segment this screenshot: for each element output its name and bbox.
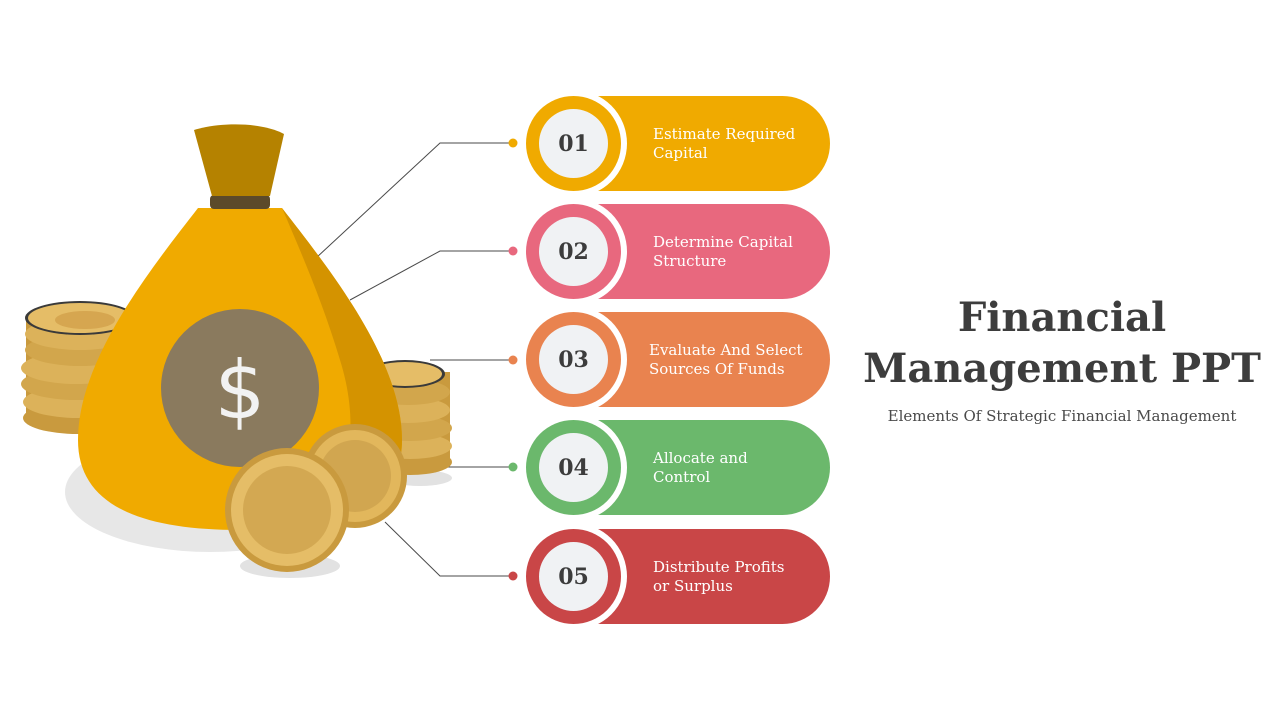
step-05-label: Distribute Profits or Surplus [653, 557, 785, 595]
step-03-label: Evaluate And Select Sources Of Funds [649, 340, 803, 378]
slide-title-line2: Management PPT [863, 345, 1261, 392]
step-01: 01 Estimate Required Capital [526, 96, 830, 191]
slide-title-line1: Financial [957, 294, 1167, 341]
dollar-sign-icon: $ [215, 344, 266, 437]
slide-subtitle: Elements Of Strategic Financial Manageme… [887, 407, 1237, 425]
slide-title: Financial Management PPT [862, 292, 1262, 394]
step-04-ring: 04 [526, 420, 621, 515]
step-04: 04 Allocate and Control [526, 420, 830, 515]
connector-dots [508, 138, 518, 581]
step-01-ring: 01 [526, 96, 621, 191]
step-02-ring: 02 [526, 204, 621, 299]
step-02-label: Determine Capital Structure [653, 232, 793, 270]
step-05: 05 Distribute Profits or Surplus [526, 529, 830, 624]
step-03-ring: 03 [526, 312, 621, 407]
step-04-label: Allocate and Control [653, 448, 748, 486]
step-01-number: 01 [539, 109, 608, 178]
step-04-number: 04 [539, 433, 608, 502]
step-05-ring: 05 [526, 529, 621, 624]
step-03-number: 03 [539, 325, 608, 394]
connector-lines [315, 142, 510, 577]
step-03: 03 Evaluate And Select Sources Of Funds [526, 312, 830, 407]
coin-icon [225, 424, 407, 572]
step-05-number: 05 [539, 542, 608, 611]
step-02: 02 Determine Capital Structure [526, 204, 830, 299]
step-01-label: Estimate Required Capital [653, 124, 796, 162]
step-02-number: 02 [539, 217, 608, 286]
